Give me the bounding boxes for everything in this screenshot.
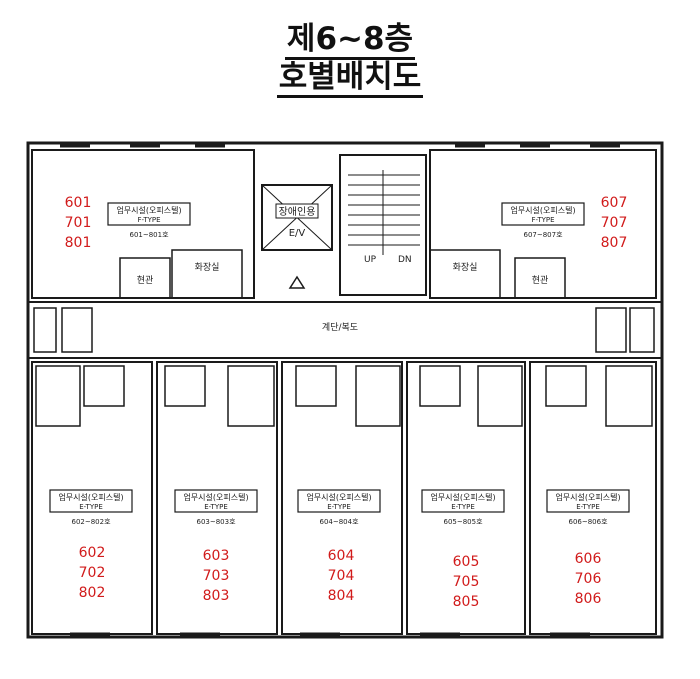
unit-number-806: 806 (575, 591, 602, 607)
unit-number-703: 703 (203, 568, 230, 584)
unit-type-label: E-TYPE (327, 503, 351, 511)
unit-number-704: 704 (328, 568, 355, 584)
unit-number-605: 605 (453, 554, 480, 570)
unit-name-label: 업무시설(오피스텔) (116, 205, 181, 215)
unit-type-label: E-TYPE (576, 503, 600, 511)
elevator-shaft (261, 184, 333, 251)
unit-605: 업무시설(오피스텔)E-TYPE 605~805호 605 705 805 (421, 489, 505, 610)
entry-label-607: 현관 (532, 275, 549, 286)
unit-name-label: 업무시설(오피스텔) (510, 205, 575, 215)
unit-number-603: 603 (203, 548, 230, 564)
unit-number-803: 803 (203, 588, 230, 604)
unit-number-606: 606 (575, 551, 602, 567)
unit-range-label: 604~804호 (319, 518, 359, 526)
unit-range-label: 603~803호 (196, 518, 236, 526)
unit-number-807: 807 (601, 235, 628, 251)
unit-type-label: E-TYPE (451, 503, 475, 511)
bath-label-601: 화장실 (195, 262, 220, 273)
unit-range-label: 605~805호 (443, 518, 483, 526)
unit-placard (501, 202, 585, 226)
unit-range-label: 602~802호 (71, 518, 111, 526)
unit-number-601: 601 (65, 195, 92, 211)
unit-placard (174, 489, 258, 513)
plan-title: 호별배치도 (0, 58, 700, 98)
unit-number-604: 604 (328, 548, 355, 564)
unit-604: 업무시설(오피스텔)E-TYPE 604~804호 604 704 804 (297, 489, 381, 604)
floor-title: 제6~8층 (0, 20, 700, 60)
unit-placard (297, 489, 381, 513)
unit-number-802: 802 (79, 585, 106, 601)
unit-range-label: 606~806호 (568, 518, 608, 526)
elevator-label: 장애인용 (279, 206, 316, 218)
unit-602: 업무시설(오피스텔)E-TYPE 602~802호 602 702 802 (49, 489, 133, 601)
building-outline (26, 141, 664, 639)
unit-number-705: 705 (453, 574, 480, 590)
unit-601: 업무시설(오피스텔)F-TYPE 601~801호 601 701 801 (65, 195, 191, 251)
unit-number-804: 804 (328, 588, 355, 604)
corridor-label: 계단/복도 (322, 321, 358, 333)
unit-number-801: 801 (65, 235, 92, 251)
unit-placard (546, 489, 630, 513)
unit-number-607: 607 (601, 195, 628, 211)
entry-label-601: 현관 (137, 275, 154, 286)
top-service-rooms (119, 249, 566, 299)
unit-type-label: F-TYPE (137, 216, 160, 224)
bottom-service-rooms (35, 365, 653, 427)
unit-name-label: 업무시설(오피스텔) (555, 492, 620, 502)
stair-down-label: DN (398, 255, 412, 265)
unit-type-label: E-TYPE (79, 503, 103, 511)
unit-number-706: 706 (575, 571, 602, 587)
unit-name-label: 업무시설(오피스텔) (306, 492, 371, 502)
unit-placard (107, 202, 191, 226)
unit-range-label: 607~807호 (523, 231, 563, 239)
unit-name-label: 업무시설(오피스텔) (430, 492, 495, 502)
unit-606: 업무시설(오피스텔)E-TYPE 606~806호 606 706 806 (546, 489, 630, 607)
unit-name-label: 업무시설(오피스텔) (58, 492, 123, 502)
unit-603: 업무시설(오피스텔)E-TYPE 603~803호 603 703 803 (174, 489, 258, 604)
unit-607: 업무시설(오피스텔)F-TYPE 607~807호 607 707 807 (501, 195, 628, 251)
ev-label: E/V (289, 228, 306, 239)
stair-up-label: UP (364, 255, 377, 265)
stair-treads (348, 170, 420, 255)
unit-name-label: 업무시설(오피스텔) (183, 492, 248, 502)
side-stair-rooms (33, 307, 655, 353)
unit-placard (421, 489, 505, 513)
unit-placard (49, 489, 133, 513)
stairwell (339, 154, 427, 296)
unit-number-702: 702 (79, 565, 106, 581)
unit-number-805: 805 (453, 594, 480, 610)
up-arrow-icon (288, 275, 306, 289)
bath-label-607: 화장실 (453, 262, 478, 273)
bottom-unit-walls (31, 361, 657, 635)
unit-number-701: 701 (65, 215, 92, 231)
unit-number-707: 707 (601, 215, 628, 231)
unit-type-label: F-TYPE (531, 216, 554, 224)
unit-type-label: E-TYPE (204, 503, 228, 511)
unit-range-label: 601~801호 (129, 231, 169, 239)
unit-number-602: 602 (79, 545, 106, 561)
